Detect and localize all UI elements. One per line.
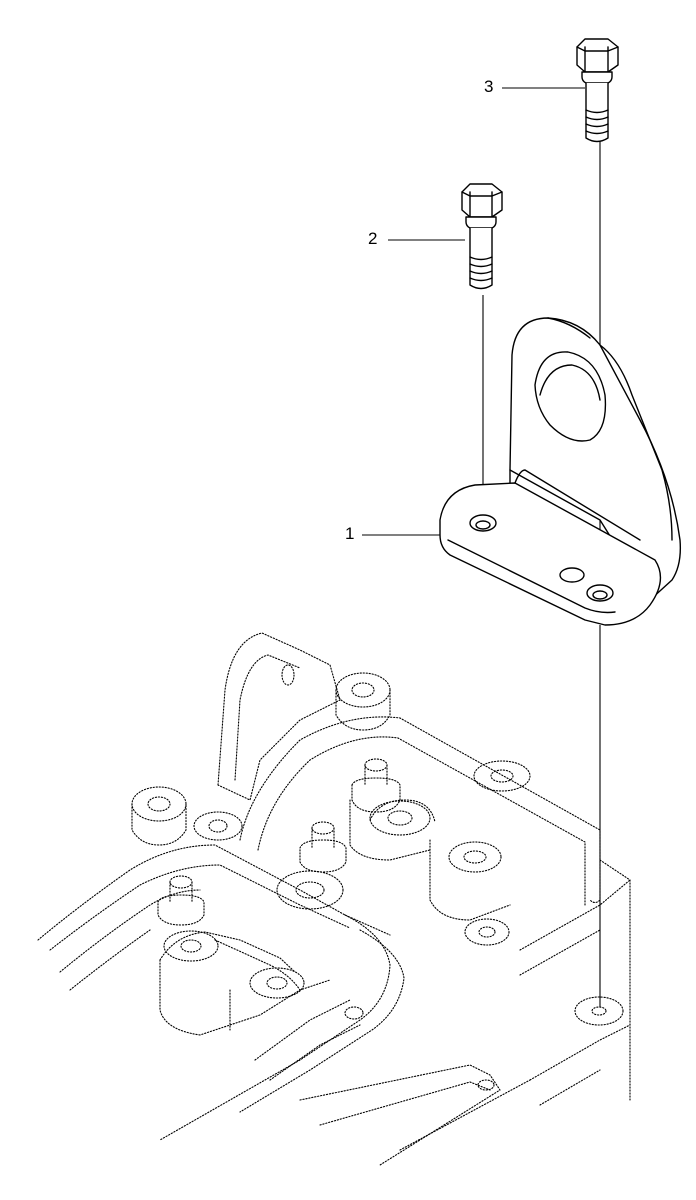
cylinder-head-outline (37, 632, 631, 1166)
alignment-lines (362, 87, 601, 1007)
bolt-long (576, 38, 619, 143)
bolt-short (461, 183, 503, 290)
valve-stud-1 (351, 758, 401, 813)
mounting-hole-target (574, 996, 624, 1026)
head-bolt-boss-9 (163, 930, 219, 962)
valve-stud-3 (157, 875, 205, 926)
lifting-bracket (439, 317, 682, 626)
head-bolt-boss-4 (473, 760, 531, 792)
head-bolt-boss-1 (335, 672, 391, 731)
head-bolt-boss-10 (249, 967, 305, 999)
callout-1: 1 (345, 524, 355, 543)
head-bolt-boss-2 (131, 786, 187, 846)
head-bolt-boss-8 (464, 918, 510, 946)
callout-3: 3 (484, 77, 494, 96)
head-bolt-boss-3 (193, 811, 243, 841)
head-bolt-boss-6 (276, 870, 344, 910)
head-bolt-boss-7 (448, 841, 502, 873)
callout-2: 2 (368, 229, 378, 248)
valve-stud-2 (299, 821, 347, 873)
head-bolt-boss-5 (369, 800, 431, 836)
